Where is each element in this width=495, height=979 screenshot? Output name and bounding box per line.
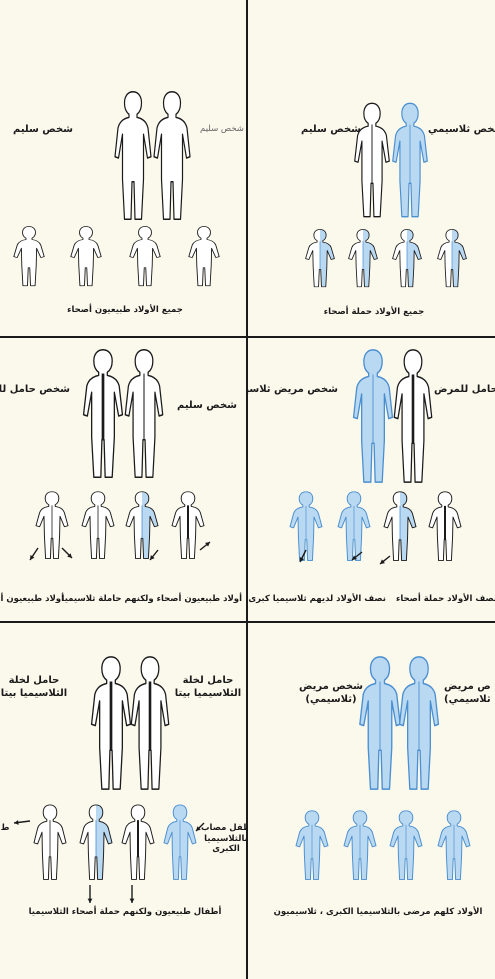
- pointer-arrow-icon: [56, 542, 78, 564]
- child-figure-carrier: [76, 803, 116, 881]
- parent-figure: [118, 346, 170, 481]
- parent-label-right: حامل لخلة الثلاسيميا بيتا: [172, 675, 244, 700]
- child-figure-carrier: [434, 228, 470, 288]
- child-figure: [10, 225, 48, 287]
- child-figure-affected: [160, 803, 200, 881]
- child-figure-carrier: [345, 228, 381, 288]
- parent-figure-affected: [386, 100, 434, 220]
- child-figure: [67, 225, 105, 287]
- pointer-arrow-icon: [84, 879, 96, 909]
- child-figure-affected: [340, 809, 380, 881]
- panel-bottom-left: حامل لخلة الثلاسيميا بيتا حامل لخلة الثل…: [0, 623, 246, 979]
- parent-label-left: شخص سليم: [8, 124, 78, 137]
- parent-label-right: شخص سليم: [172, 400, 242, 413]
- pointer-arrow-icon: [294, 544, 312, 568]
- parent-figure-affected: [392, 653, 446, 793]
- child-figure-affected: [434, 809, 474, 881]
- pointer-arrow-icon: [190, 817, 210, 837]
- parent-figure-carrier: [124, 653, 176, 793]
- children-label: الأولاد كلهم مرضى بالثلاسيميا الكبرى ، ث…: [268, 907, 488, 918]
- pointer-arrow-icon: [346, 546, 368, 566]
- parent-label-left: شخص حامل للثلاس: [0, 384, 70, 397]
- pointer-arrow-icon: [126, 879, 138, 909]
- panel-bottom-right: شخص مريض (ثلاسيمي) ص مريض ثلاسيمي) الأول…: [248, 623, 495, 979]
- child-figure-affected: [386, 809, 426, 881]
- pointer-arrow-icon: [194, 536, 216, 556]
- children-label-right: أولاد طبيعيون أصحاء ولكنهم حاملة ثلاسيمي…: [70, 594, 242, 605]
- pointer-arrow-icon: [8, 815, 36, 829]
- parent-label-right: ص مريض ثلاسيمي): [444, 681, 495, 706]
- panel-top-right: شخص سليم شخص ثلاسيمي جميع الأولاد حملة أ…: [248, 0, 495, 336]
- child-figure-carrier: [425, 490, 465, 562]
- child-figure: [78, 490, 118, 560]
- children-label: جميع الأولاد طبيعيون أصحاء: [40, 305, 210, 316]
- child-figure-carrier: [302, 228, 338, 288]
- panel-middle-right: شخص مريض ثلاسيمي حامل للمرض نصف الأولاد …: [248, 338, 495, 621]
- child-figure-carrier: [118, 803, 158, 881]
- parent-label-left: شخص مريض ثلاسيمي: [248, 384, 338, 397]
- child-figure: [30, 803, 70, 881]
- child-figure: [185, 225, 223, 287]
- parent-label-right: شخص ثلاسيمي: [428, 124, 495, 137]
- parent-figure-carrier: [387, 346, 439, 486]
- children-label-right: نصف الأولاد حملة أصحاء: [396, 594, 495, 605]
- pointer-arrow-icon: [144, 544, 164, 566]
- parent-label-right: شخص سليم: [192, 124, 246, 135]
- children-label-left: أولاد طبيعيون أص: [0, 594, 64, 605]
- pointer-arrow-icon: [24, 542, 44, 566]
- children-label: أطفال طبيعيون ولكنهم حملة أصحاء الثلاسيم…: [20, 907, 230, 918]
- child-figure: [126, 225, 164, 287]
- children-label: جميع الأولاد حملة أصحاء: [304, 307, 444, 318]
- children-label-left: نصف الأولاد لديهم ثلاسيميا كبرى: [250, 594, 386, 605]
- panel-middle-left: شخص حامل للثلاس شخص سليم أولاد طبيعيون أ…: [0, 338, 246, 621]
- parent-label-left: حامل لخلة الثلاسيميا بيتا: [0, 675, 70, 700]
- child-figure-affected: [292, 809, 332, 881]
- panel-top-left: شخص سليم شخص سليم جميع الأولاد طبيعيون أ…: [0, 0, 246, 336]
- parent-label-right: حامل للمرض: [434, 384, 495, 397]
- pointer-arrow-icon: [374, 550, 396, 570]
- parent-figure: [147, 88, 197, 223]
- child-figure-carrier: [389, 228, 425, 288]
